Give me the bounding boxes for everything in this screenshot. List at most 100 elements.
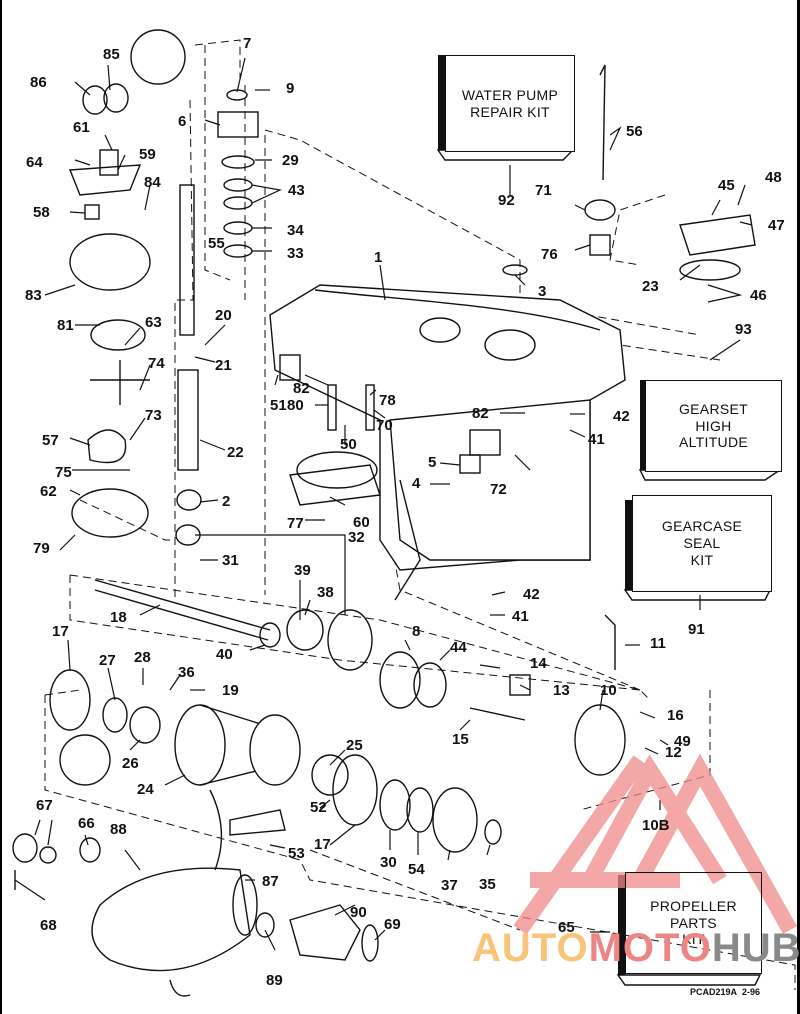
part-label-56: 56 — [626, 123, 643, 140]
part-label-37: 37 — [441, 877, 458, 894]
water-pump-repair-kit: WATER PUMP REPAIR KIT — [445, 55, 575, 152]
kit-line: PARTS — [670, 914, 717, 931]
dashed-guide — [309, 849, 521, 931]
part-label-29: 29 — [282, 152, 299, 169]
kit-box-shade — [438, 55, 445, 150]
part-label-24: 24 — [137, 781, 154, 798]
part-label-41: 41 — [512, 608, 529, 625]
dashed-guide — [174, 99, 194, 600]
gearcase-seal-kit: GEARCASE SEAL KIT — [632, 495, 772, 592]
propeller — [91, 867, 251, 972]
part-label-44: 44 — [450, 639, 467, 656]
part-label-48: 48 — [765, 169, 782, 186]
part-label-66: 66 — [78, 815, 95, 832]
part-label-86: 86 — [30, 74, 47, 91]
part-label-32: 32 — [348, 529, 365, 546]
part-label-38: 38 — [317, 584, 334, 601]
part-label-79: 79 — [33, 540, 50, 557]
part-label-91: 91 — [688, 621, 705, 638]
part-label-68: 68 — [40, 917, 57, 934]
part-label-15: 15 — [452, 731, 469, 748]
part-label-82: 82 — [293, 380, 310, 397]
kit-line: ALTITUDE — [678, 434, 749, 451]
part-label-31: 31 — [222, 552, 239, 569]
gearset-high-altitude-kit: GEARSET HIGH ALTITUDE — [645, 380, 782, 472]
part-label-65: 65 — [558, 919, 575, 936]
part-label-23: 23 — [642, 278, 659, 295]
watermark-logo — [513, 753, 797, 935]
drawing-code: PCAD219A 2-96 — [690, 987, 760, 997]
part-label-58: 58 — [33, 204, 50, 221]
dashed-guide — [559, 309, 701, 336]
part-label-72: 72 — [490, 481, 507, 498]
part-label-70: 70 — [376, 417, 393, 434]
dashed-guide — [79, 499, 170, 541]
part-label-84: 84 — [144, 174, 161, 191]
part-label-61: 61 — [73, 119, 90, 136]
dashed-guide — [44, 695, 796, 990]
kit-line: HIGH — [695, 417, 732, 434]
part-label-46: 46 — [750, 287, 767, 304]
part-label-6: 6 — [178, 113, 187, 130]
part-label-13: 13 — [553, 682, 570, 699]
part-label-41: 41 — [588, 431, 605, 448]
dashed-guide — [69, 575, 641, 695]
part-label-83: 83 — [25, 287, 42, 304]
part-label-35: 35 — [479, 876, 496, 893]
watermark-hub: HUB — [711, 926, 800, 970]
part-label-78: 78 — [379, 392, 396, 409]
part-label-28: 28 — [134, 649, 151, 666]
dashed-guide — [264, 129, 521, 330]
kit-line: KIT — [682, 931, 705, 948]
frame-border-left — [0, 0, 2, 1014]
gearcase-deck — [314, 289, 601, 331]
part-label-19: 19 — [222, 682, 239, 699]
part-label-77: 77 — [287, 515, 304, 532]
part-label-73: 73 — [145, 407, 162, 424]
part-label-10: 10 — [600, 682, 617, 699]
part-label-76: 76 — [541, 246, 558, 263]
part-label-1: 1 — [374, 249, 383, 266]
part-label-55: 55 — [208, 235, 225, 252]
part-label-60: 60 — [353, 514, 370, 531]
part-label-20: 20 — [215, 307, 232, 324]
part-label-93: 93 — [735, 321, 752, 338]
watermark-auto: AUTO — [472, 926, 589, 970]
part-label-59: 59 — [139, 146, 156, 163]
part-label-26: 26 — [122, 755, 139, 772]
part-label-51: 51 — [270, 397, 287, 414]
part-label-33: 33 — [287, 245, 304, 262]
kit-line: GEARCASE — [661, 518, 743, 535]
kit-box-shade — [625, 500, 632, 590]
part-label-92: 92 — [498, 192, 515, 209]
part-label-49: 49 — [674, 733, 691, 750]
kit-line: SEAL — [683, 535, 721, 552]
part-label-3: 3 — [538, 283, 547, 300]
detail-circle-top — [130, 29, 186, 85]
part-label-5: 5 — [428, 454, 437, 471]
pump-housing — [69, 233, 151, 291]
part-label-16: 16 — [667, 707, 684, 724]
part-label-7: 7 — [243, 35, 252, 52]
part-label-36: 36 — [178, 664, 195, 681]
part-label-45: 45 — [718, 177, 735, 194]
detail-circle-bottom — [59, 734, 111, 786]
watermark-text: AUTOMOTOHUB — [472, 926, 800, 971]
part-label-40: 40 — [216, 646, 233, 663]
part-label-87: 87 — [262, 873, 279, 890]
part-label-27: 27 — [99, 652, 116, 669]
part-label-34: 34 — [287, 222, 304, 239]
part-label-39: 39 — [294, 562, 311, 579]
dashed-guide — [204, 45, 231, 281]
dashed-guide — [69, 574, 651, 701]
part-label-67: 67 — [36, 797, 53, 814]
part-label-69: 69 — [384, 916, 401, 933]
part-label-42: 42 — [523, 586, 540, 603]
part-label-89: 89 — [266, 972, 283, 989]
part-label-17: 17 — [314, 836, 331, 853]
kit-line: KIT — [690, 551, 714, 568]
frame-border-right — [797, 0, 800, 1014]
part-label-10b: 10B — [642, 817, 670, 834]
part-label-75: 75 — [55, 464, 72, 481]
